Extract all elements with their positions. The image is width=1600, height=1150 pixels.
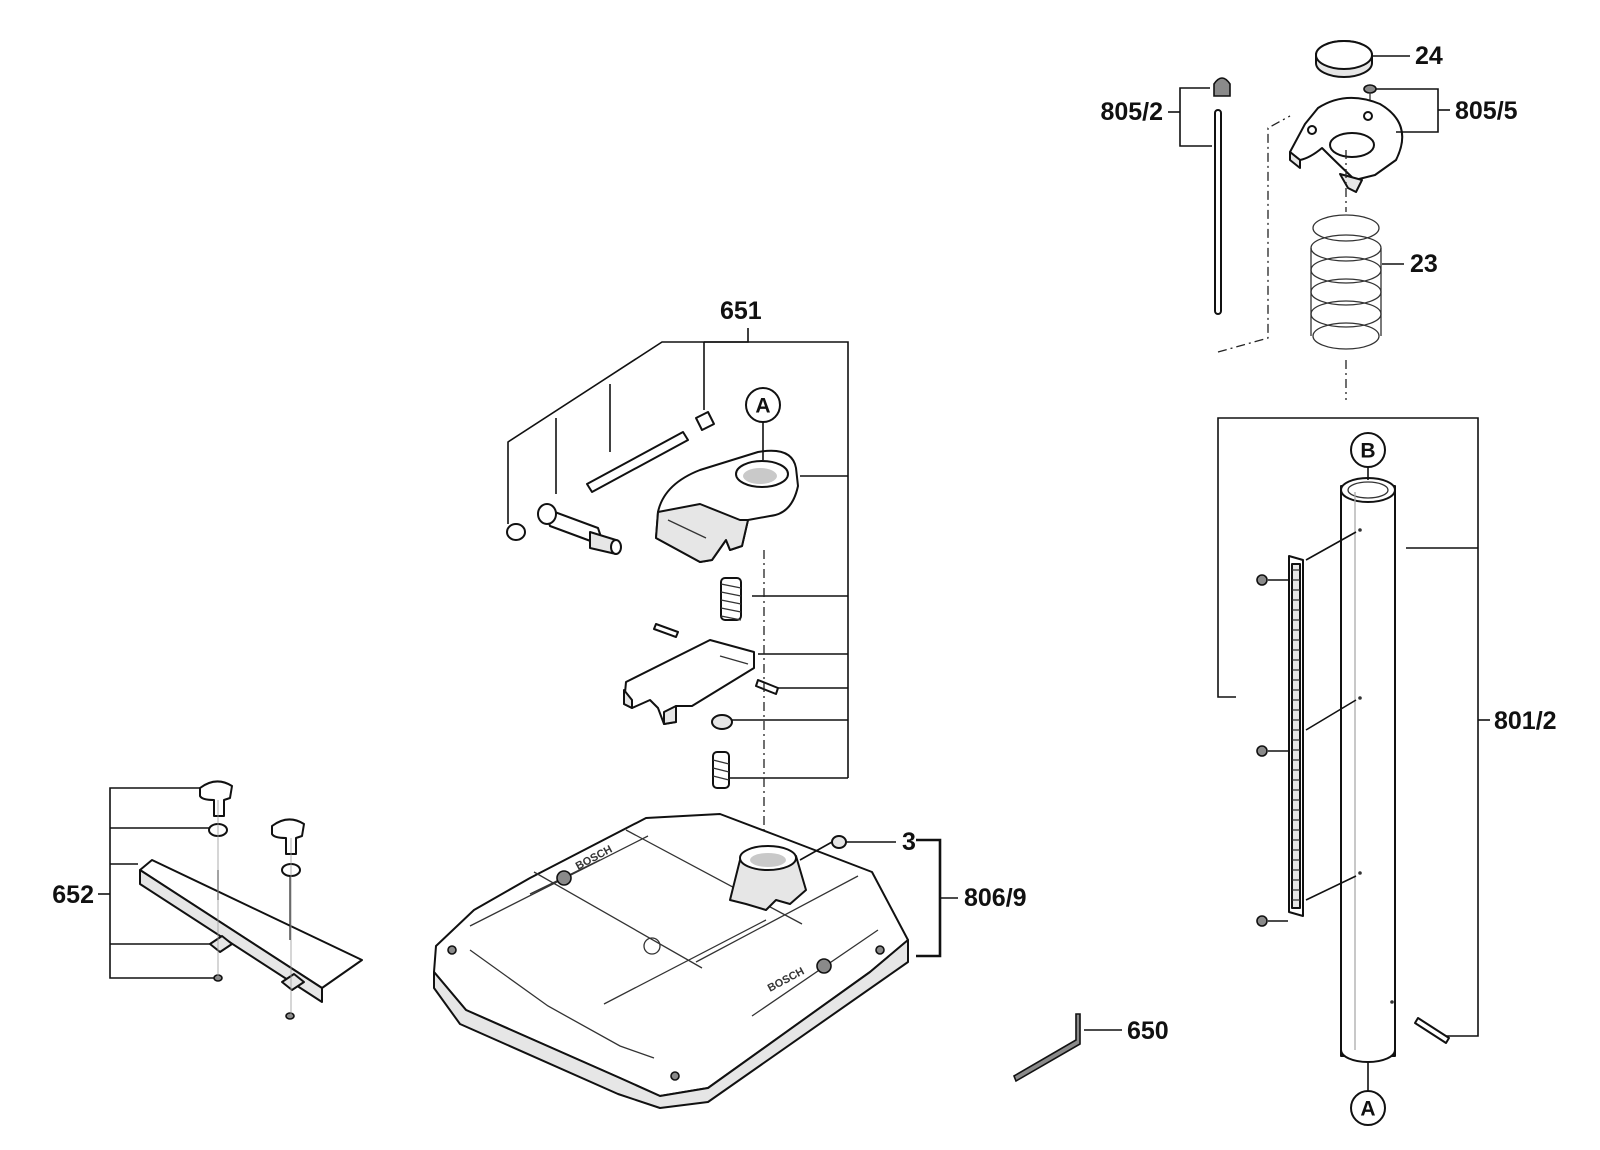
bracket-801-2 — [1217, 417, 1479, 1037]
callout-651: 651 — [720, 297, 762, 325]
fence-assembly-652: 652 — [52, 780, 363, 1020]
svg-text:A: A — [755, 395, 770, 418]
callout-650: 650 — [1127, 1017, 1169, 1045]
head-spring — [720, 577, 742, 621]
head-assembly-651: 651 — [506, 297, 849, 858]
head-stopper — [506, 523, 526, 541]
callout-805-2: 805/2 — [1100, 98, 1163, 126]
head-bolt — [712, 751, 730, 789]
fence-nut-right — [281, 973, 305, 991]
head-nut — [711, 714, 733, 730]
hex-key-650 — [1013, 1013, 1122, 1083]
callout-805-5: 805/5 — [1455, 97, 1518, 125]
pin-part — [1414, 1017, 1450, 1044]
base-plate: BOSCH BOSCH — [433, 813, 909, 1109]
head-pin — [586, 431, 689, 493]
head-shaft — [537, 503, 622, 555]
bracket-806-9 — [916, 838, 942, 958]
rack-screws — [1256, 574, 1288, 927]
callout-801-2: 801/2 — [1494, 707, 1557, 735]
callout-23: 23 — [1410, 250, 1438, 278]
column-assembly: 24 805/5 805/2 — [1100, 40, 1557, 1126]
lever-pin-left — [653, 623, 679, 638]
fence-screw-right — [285, 1012, 295, 1020]
callout-3: 3 — [902, 828, 916, 856]
top-bracket-plate — [1289, 96, 1404, 193]
callout-652: 652 — [52, 881, 94, 909]
cap-part — [1315, 40, 1410, 78]
set-screw-part — [831, 835, 847, 849]
head-housing — [655, 449, 799, 563]
spring-part — [1310, 214, 1404, 350]
callout-24: 24 — [1415, 42, 1443, 70]
reference-mark-a-top: A — [745, 387, 781, 460]
rod-with-knob — [1213, 77, 1231, 315]
svg-text:B: B — [1360, 440, 1375, 463]
head-cap-small — [695, 411, 715, 431]
fence-knob-right — [271, 818, 305, 855]
svg-text:A: A — [1360, 1098, 1375, 1121]
callout-806-9: 806/9 — [964, 884, 1027, 912]
head-lever — [623, 639, 755, 725]
bracket-805-2 — [1179, 87, 1212, 147]
lever-pin-right — [755, 679, 779, 695]
rack-part — [1288, 531, 1357, 917]
fence-knob-left — [199, 780, 233, 817]
reference-mark-a-bottom: A — [1350, 1062, 1386, 1126]
reference-mark-b: B — [1350, 432, 1386, 480]
column-tube — [1340, 477, 1396, 1063]
